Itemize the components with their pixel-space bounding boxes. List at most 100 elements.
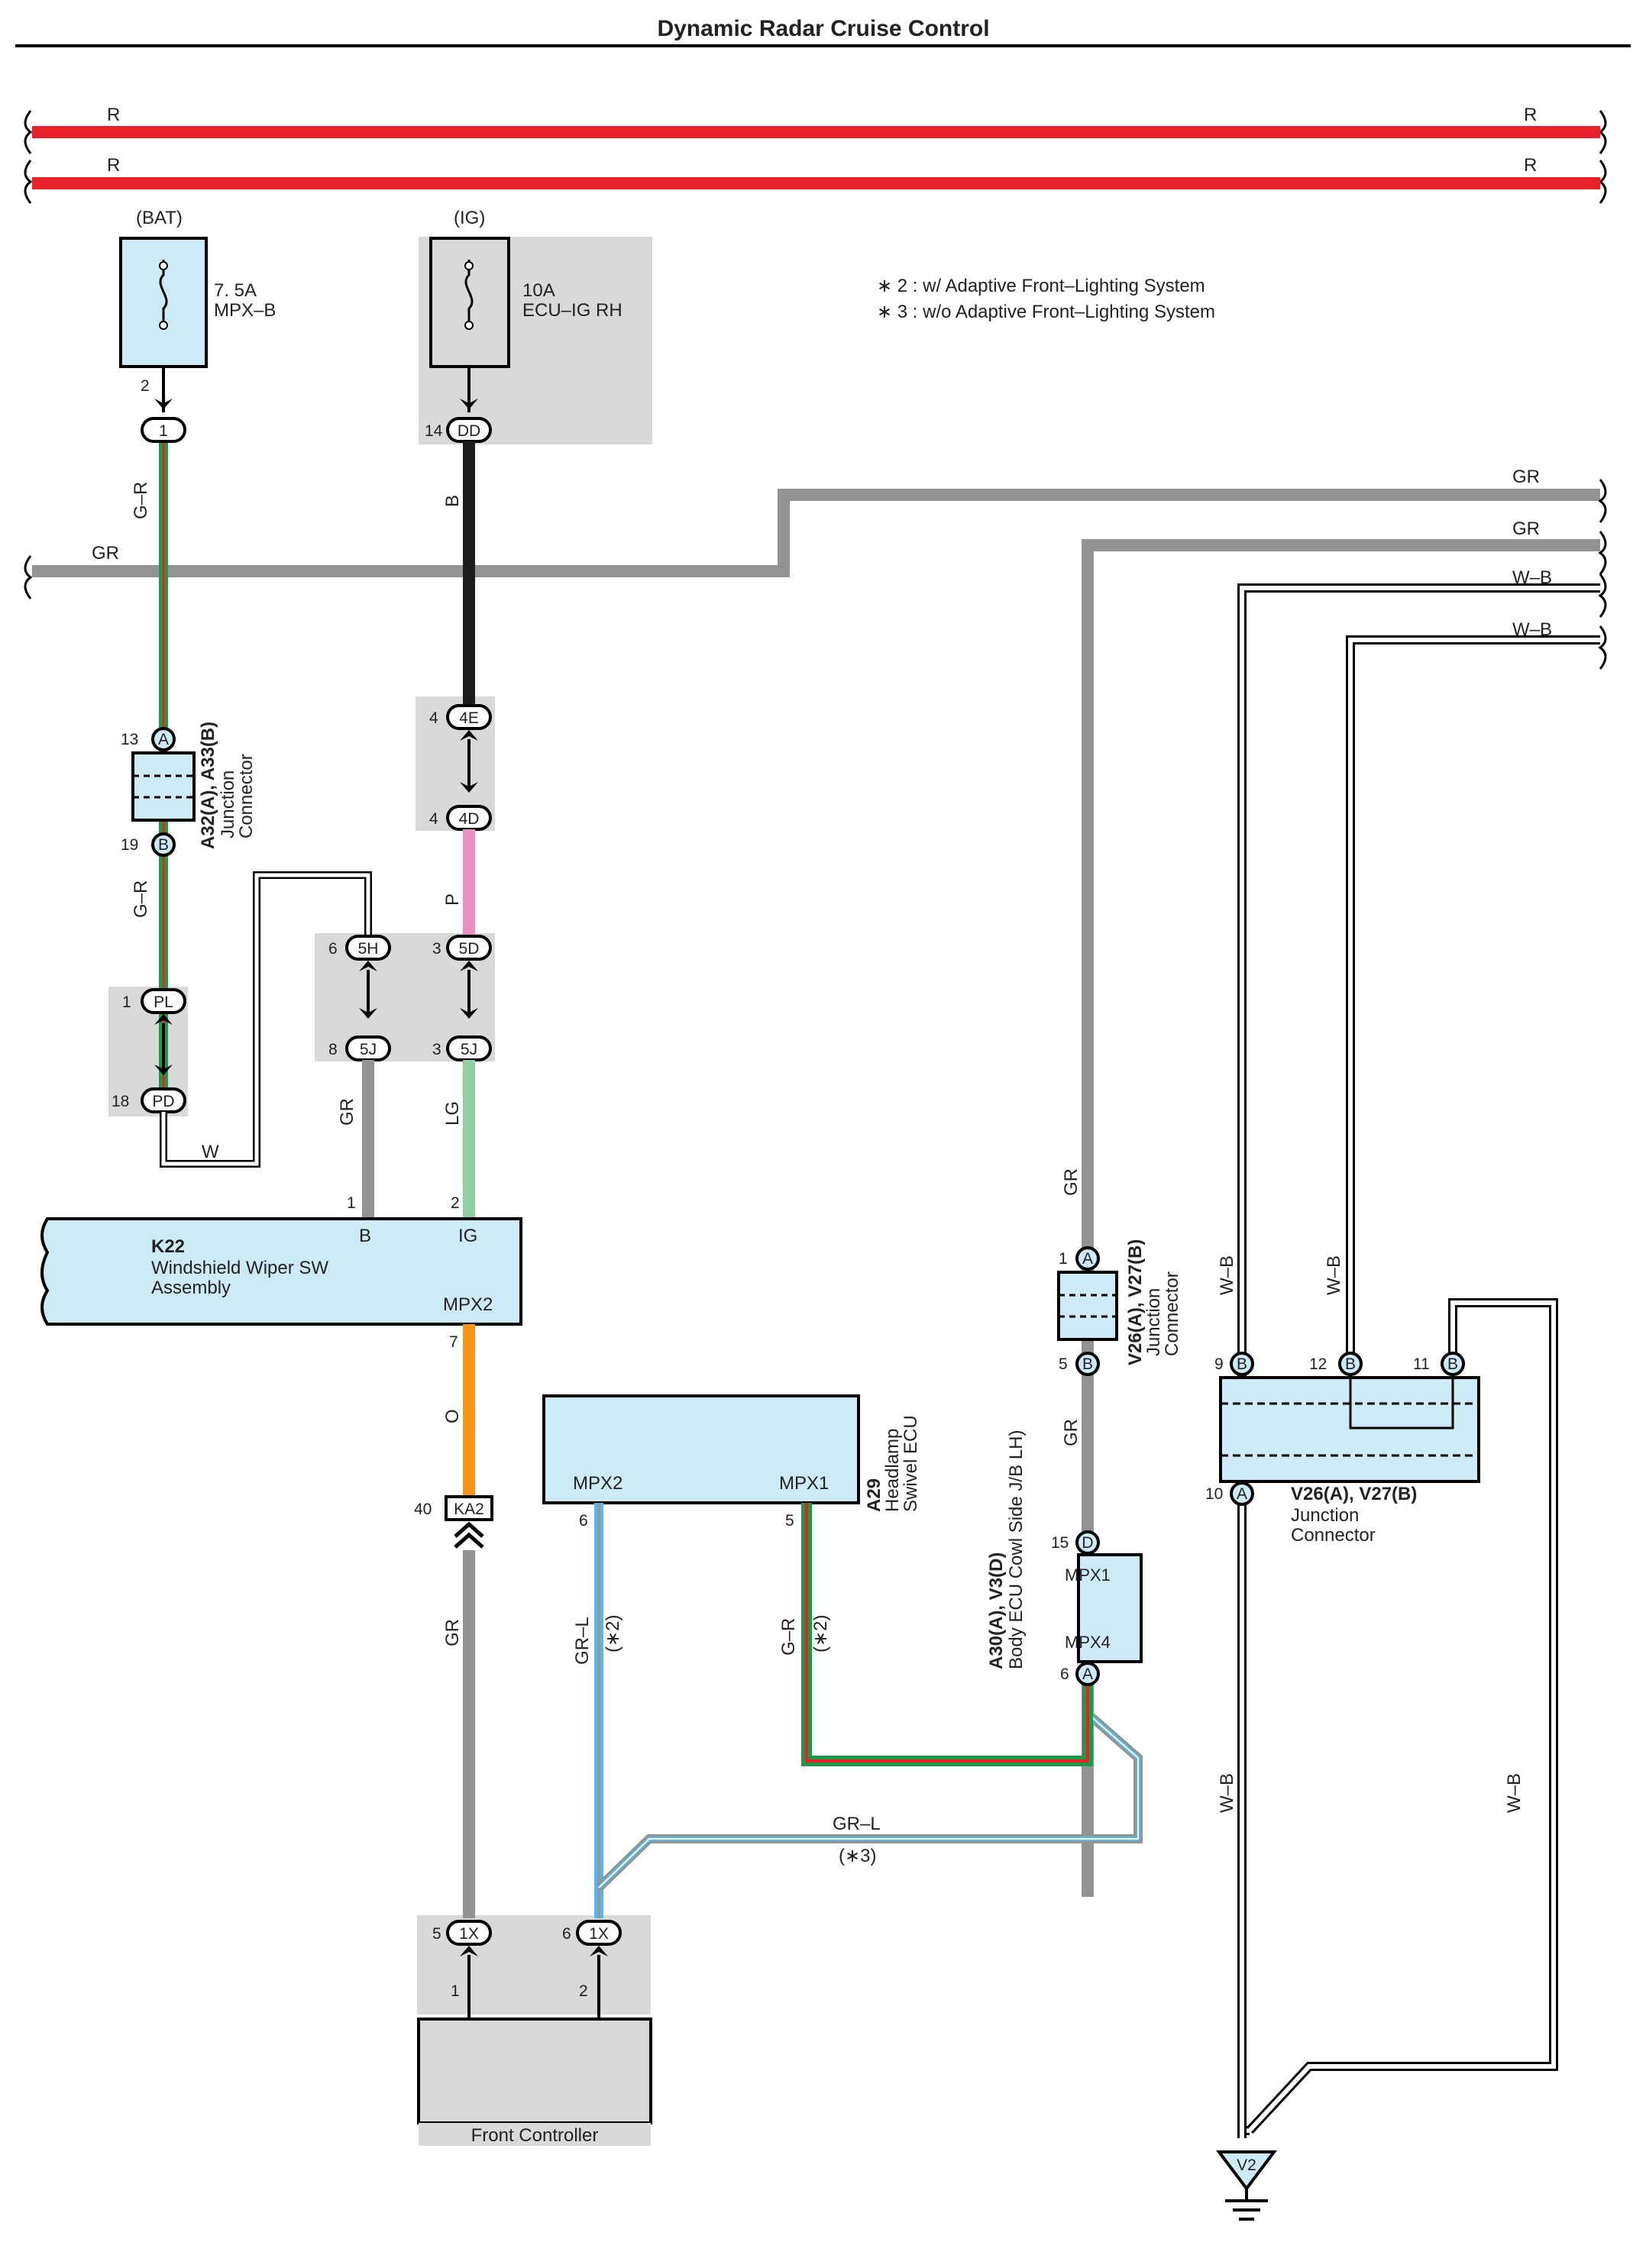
svg-text:13: 13: [121, 731, 138, 748]
svg-text:Body ECU Cowl Side J/B LH): Body ECU Cowl Side J/B LH): [1006, 1430, 1027, 1669]
svg-text:PL: PL: [154, 993, 173, 1011]
arrow-down-icon: [154, 1065, 173, 1075]
arrow-down-icon: [154, 399, 173, 409]
arrow-down-icon: [460, 399, 478, 409]
svg-text:MPX1: MPX1: [1065, 1565, 1111, 1585]
wire-label-gr: G–R: [131, 482, 151, 519]
svg-text:1: 1: [1059, 1250, 1068, 1268]
wire-label-r: R: [1524, 155, 1537, 176]
fuse-symbol-icon: [159, 260, 168, 325]
svg-text:IG: IG: [458, 1226, 477, 1246]
svg-text:B: B: [1082, 1355, 1093, 1373]
svg-text:18: 18: [112, 1093, 129, 1110]
svg-text:8: 8: [328, 1041, 338, 1058]
fuse-name: ECU–IG RH: [522, 300, 623, 321]
connectors-5h-5d-5j: 5H 6 5D 3 5J 8 5J 3: [328, 935, 492, 1061]
svg-text:4: 4: [429, 709, 438, 727]
wire-label-gr: GR: [1061, 1168, 1082, 1196]
svg-text:1: 1: [347, 1194, 356, 1212]
svg-text:4: 4: [429, 810, 438, 828]
diagram-title: Dynamic Radar Cruise Control: [657, 16, 989, 41]
svg-text:6: 6: [562, 1925, 571, 1943]
svg-text:B: B: [1447, 1355, 1458, 1373]
wire-label-w: W: [202, 1142, 219, 1162]
component-id: A30(A), V3(D): [986, 1552, 1007, 1669]
wire-label-r: R: [1524, 105, 1537, 125]
wire-label-lg: LG: [442, 1101, 463, 1126]
svg-text:1X: 1X: [589, 1925, 609, 1943]
arrow-up-icon: [460, 1946, 478, 1956]
wire-label-gr: GR: [1512, 467, 1540, 487]
svg-text:PD: PD: [152, 1093, 174, 1110]
svg-text:11: 11: [1413, 1355, 1430, 1373]
component-id: A29: [864, 1478, 884, 1512]
svg-text:Front Controller: Front Controller: [471, 2125, 599, 2146]
k22-windshield-wiper-switch: 1 2 B IG K22 Windshield Wiper SW Assembl…: [40, 1194, 522, 1351]
svg-text:MPX2: MPX2: [443, 1294, 493, 1315]
component-id: K22: [151, 1236, 185, 1257]
svg-text:9: 9: [1214, 1355, 1224, 1373]
note-ref: (∗2): [603, 1615, 623, 1653]
arrow-up-icon: [590, 1946, 608, 1956]
svg-text:40: 40: [414, 1501, 432, 1518]
svg-text:Headlamp: Headlamp: [882, 1429, 903, 1512]
svg-text:6: 6: [579, 1512, 588, 1530]
component-id: V26(A), V27(B): [1291, 1484, 1417, 1504]
svg-text:Connector: Connector: [1291, 1525, 1376, 1546]
arrow-down-icon: [460, 782, 478, 793]
w-b-wires: W–B W–B W–B W–B W–B W–B: [1217, 567, 1600, 2138]
svg-text:5H: 5H: [358, 940, 379, 958]
component-id: V26(A), V27(B): [1125, 1239, 1146, 1365]
svg-text:5J: 5J: [461, 1041, 477, 1058]
note-ref: (∗3): [839, 1846, 876, 1866]
svg-text:B: B: [158, 836, 169, 854]
wire-label-grl: GR–L: [833, 1814, 881, 1834]
wire-label-gr: GR: [1512, 519, 1540, 539]
fuse-name: MPX–B: [214, 300, 276, 321]
wire-label-gr: GR: [1061, 1419, 1082, 1446]
wire-label-gr: G–R: [778, 1618, 799, 1656]
svg-text:5D: 5D: [459, 940, 480, 958]
svg-text:MPX4: MPX4: [1065, 1633, 1111, 1652]
svg-text:KA2: KA2: [454, 1501, 484, 1518]
connector-1: [141, 417, 186, 443]
svg-text:Junction: Junction: [218, 771, 238, 838]
svg-text:4E: 4E: [459, 709, 479, 727]
svg-text:MPX2: MPX2: [573, 1473, 623, 1494]
svg-text:A: A: [1082, 1665, 1093, 1683]
wire-label-gr: GR: [337, 1098, 357, 1126]
svg-text:15: 15: [1051, 1534, 1069, 1552]
gr-wire: [32, 489, 1600, 577]
wire-label-o: O: [442, 1409, 463, 1423]
connector-4e-4d: 4E 4 4D 4: [429, 704, 492, 831]
fuse-box: [119, 237, 208, 368]
svg-text:Swivel ECU: Swivel ECU: [901, 1415, 921, 1512]
svg-text:Junction: Junction: [1291, 1505, 1359, 1526]
wire-label-wb: W–B: [1217, 1773, 1237, 1813]
wire-label-gr: G–R: [131, 880, 151, 918]
svg-text:Assembly: Assembly: [151, 1278, 231, 1298]
svg-text:12: 12: [1309, 1355, 1327, 1373]
svg-text:DD: DD: [458, 422, 480, 440]
wire-label-gr: GR: [92, 543, 119, 564]
wire-label-r: R: [107, 155, 120, 176]
ground-v2: V2: [1216, 2150, 1277, 2221]
wire-label-wb: W–B: [1217, 1255, 1237, 1295]
pin-number: 2: [141, 377, 150, 395]
svg-text:A: A: [1237, 1485, 1247, 1503]
svg-text:6: 6: [328, 940, 338, 958]
svg-text:B: B: [1237, 1355, 1247, 1373]
junction-connector-a32: A 13 B 19 A32(A), A33(B) Junction Connec…: [121, 722, 257, 857]
svg-text:3: 3: [432, 940, 441, 958]
wire-label-wb: W–B: [1512, 567, 1552, 588]
fuse-source-ig: (IG): [454, 208, 485, 228]
title-rule: [15, 44, 1631, 47]
svg-text:Connector: Connector: [236, 754, 257, 838]
svg-text:V2: V2: [1237, 2157, 1256, 2174]
svg-text:2: 2: [579, 1982, 588, 2000]
svg-text:5: 5: [432, 1925, 441, 1943]
svg-text:10: 10: [1205, 1485, 1223, 1503]
wire-label-wb: W–B: [1324, 1255, 1344, 1295]
svg-text:6: 6: [1060, 1665, 1069, 1683]
